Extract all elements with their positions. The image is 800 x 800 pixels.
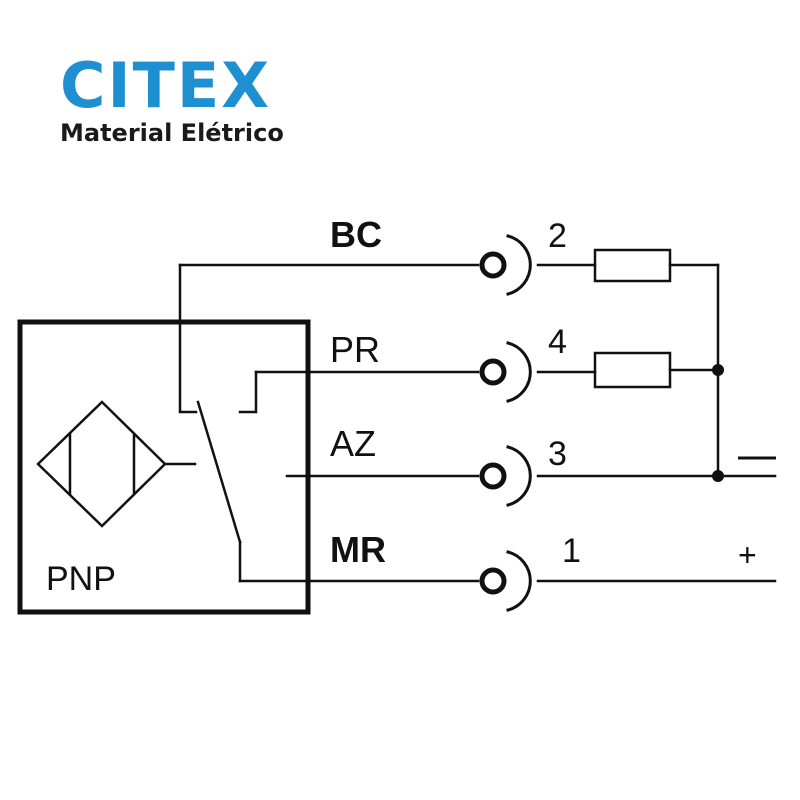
- normally-open-switch-icon: [178, 263, 258, 583]
- connector-1: [479, 550, 777, 612]
- brand-logo: CITEX Material Elétrico: [60, 49, 284, 148]
- connector-4: [479, 341, 597, 403]
- connector-3: [479, 445, 777, 507]
- supply-positive-label: +: [738, 537, 757, 573]
- inductive-sensor-icon: [36, 400, 197, 528]
- pin-number-1: 1: [562, 532, 581, 570]
- wire-color-mr: MR: [330, 529, 386, 570]
- wire-color-bc: BC: [330, 214, 382, 255]
- wire-color-az: AZ: [330, 423, 376, 464]
- pin-number-2: 2: [548, 217, 567, 255]
- sensor-type-label: PNP: [46, 560, 116, 598]
- pin-number-4: 4: [548, 323, 567, 361]
- brand-name: CITEX: [60, 49, 272, 122]
- load-resistor-2: [593, 351, 672, 389]
- connector-2: [479, 234, 597, 296]
- junction-dot: [712, 470, 724, 482]
- pin-number-3: 3: [548, 435, 567, 473]
- wire-color-pr: PR: [330, 329, 380, 370]
- brand-subtitle: Material Elétrico: [60, 119, 284, 147]
- load-resistor-1: [593, 248, 672, 283]
- junction-dot: [712, 364, 724, 376]
- sensor-housing: [17, 319, 311, 615]
